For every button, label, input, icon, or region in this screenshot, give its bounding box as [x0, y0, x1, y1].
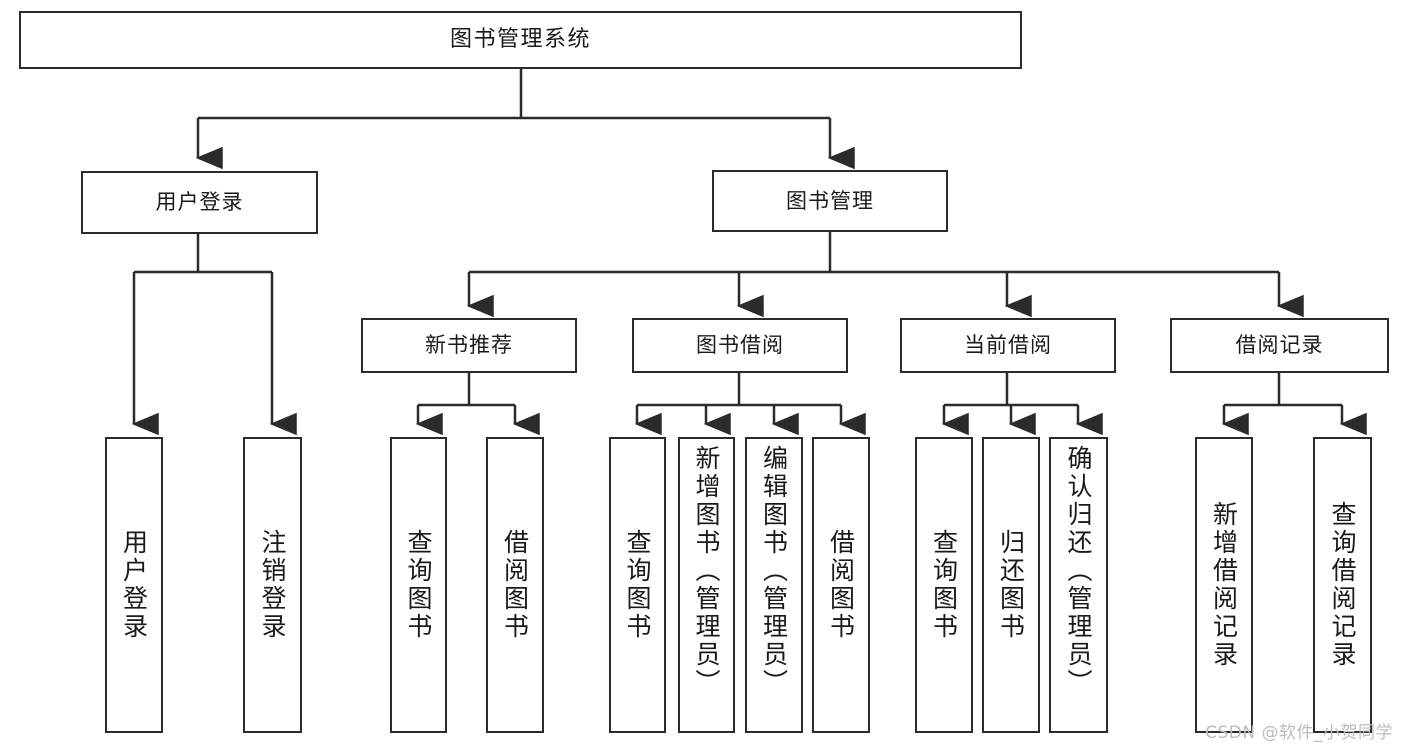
leaf-query-borrow-record[interactable]: 查询借阅记录: [1313, 437, 1372, 733]
leaf-edit-book-admin[interactable]: 编辑图书（管理员）: [745, 437, 803, 733]
node-book-manage[interactable]: 图书管理: [712, 170, 948, 232]
leaf-user-login-label: 用户登录: [119, 529, 149, 641]
watermark: CSDN @软件_小贺同学: [1205, 723, 1393, 743]
node-current-borrow-label: 当前借阅: [964, 333, 1052, 358]
node-book-manage-label: 图书管理: [786, 188, 874, 213]
leaf-borrow-book-1-label: 借阅图书: [500, 529, 530, 641]
leaf-add-borrow-record-label: 新增借阅记录: [1209, 501, 1239, 669]
node-book-borrow[interactable]: 图书借阅: [632, 318, 848, 373]
leaf-add-book-admin[interactable]: 新增图书（管理员）: [678, 437, 735, 733]
leaf-borrow-book-2-label: 借阅图书: [826, 529, 856, 641]
leaf-add-book-admin-label: 新增图书（管理员）: [692, 445, 721, 697]
node-user-login[interactable]: 用户登录: [81, 171, 318, 234]
node-root-label: 图书管理系统: [449, 27, 591, 53]
leaf-query-book-2-label: 查询图书: [623, 529, 652, 641]
leaf-edit-book-admin-label: 编辑图书（管理员）: [759, 445, 789, 697]
leaf-query-book-1-label: 查询图书: [404, 529, 433, 641]
node-current-borrow[interactable]: 当前借阅: [900, 318, 1116, 373]
node-borrow-record[interactable]: 借阅记录: [1170, 318, 1389, 373]
leaf-borrow-book-2[interactable]: 借阅图书: [812, 437, 870, 733]
node-borrow-record-label: 借阅记录: [1235, 333, 1324, 358]
node-root[interactable]: 图书管理系统: [19, 11, 1022, 69]
node-book-borrow-label: 图书借阅: [696, 333, 784, 358]
leaf-query-book-3-label: 查询图书: [929, 529, 959, 641]
leaf-return-book-label: 归还图书: [996, 529, 1026, 641]
leaf-confirm-return-admin[interactable]: 确认归还（管理员）: [1049, 437, 1108, 733]
leaf-logout-login[interactable]: 注销登录: [243, 437, 302, 733]
leaf-add-borrow-record[interactable]: 新增借阅记录: [1195, 437, 1253, 733]
leaf-borrow-book-1[interactable]: 借阅图书: [486, 437, 544, 733]
leaf-confirm-return-admin-label: 确认归还（管理员）: [1064, 445, 1093, 697]
leaf-query-book-3[interactable]: 查询图书: [915, 437, 973, 733]
leaf-query-book-2[interactable]: 查询图书: [609, 437, 666, 733]
leaf-query-book-1[interactable]: 查询图书: [390, 437, 447, 733]
leaf-logout-login-label: 注销登录: [258, 529, 287, 641]
leaf-user-login[interactable]: 用户登录: [105, 437, 163, 733]
node-user-login-label: 用户登录: [155, 190, 244, 215]
leaf-return-book[interactable]: 归还图书: [982, 437, 1040, 733]
node-new-book-recommend[interactable]: 新书推荐: [361, 318, 577, 373]
node-new-book-recommend-label: 新书推荐: [425, 333, 513, 358]
leaf-query-borrow-record-label: 查询借阅记录: [1328, 501, 1357, 669]
